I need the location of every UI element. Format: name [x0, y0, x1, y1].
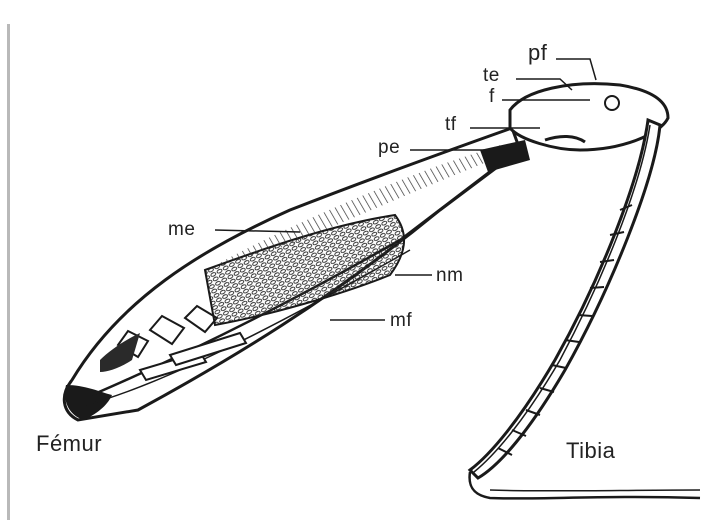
label-femur: Fémur — [36, 433, 102, 455]
label-mf: mf — [390, 311, 412, 330]
label-pe: pe — [378, 138, 400, 157]
label-nm: nm — [436, 266, 463, 285]
tarsus — [470, 472, 700, 498]
label-f: f — [489, 87, 495, 106]
label-pf: pf — [528, 42, 547, 64]
label-te: te — [483, 66, 500, 85]
label-tf: tf — [445, 115, 457, 134]
tibia — [470, 120, 660, 478]
label-me: me — [168, 220, 195, 239]
label-tibia: Tibia — [566, 440, 615, 462]
